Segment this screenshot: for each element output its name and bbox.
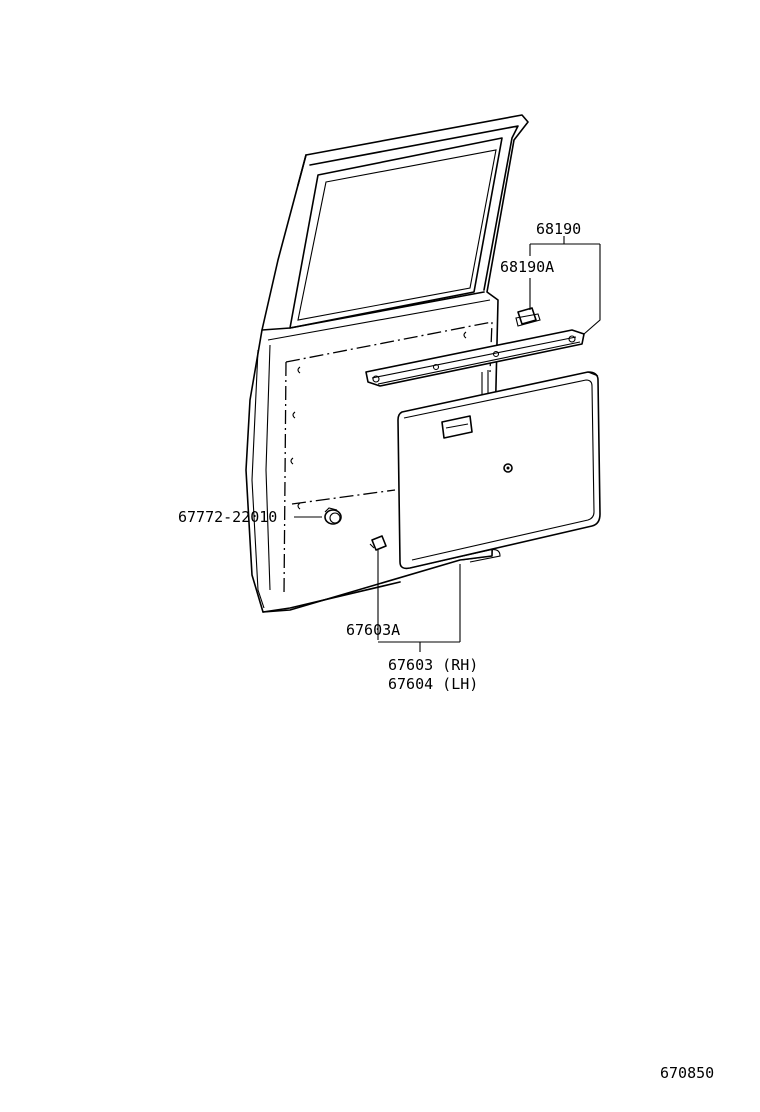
weatherstrip — [365, 329, 585, 387]
weatherstrip-clip — [515, 307, 541, 327]
label-67604-lh: 67604 (LH) — [388, 675, 478, 693]
figure-number: 670850 — [660, 1064, 714, 1082]
label-67603A: 67603A — [346, 621, 400, 639]
trim-clip — [369, 535, 387, 551]
door-trim-board — [397, 371, 601, 570]
leader-lines — [294, 236, 601, 652]
label-67772-22010: 67772-22010 — [178, 508, 277, 526]
label-68190A: 68190A — [500, 258, 554, 276]
hole-plug — [324, 507, 342, 525]
label-68190: 68190 — [536, 220, 581, 238]
label-67603-rh: 67603 (RH) — [388, 656, 478, 674]
door-shell — [245, 114, 529, 613]
